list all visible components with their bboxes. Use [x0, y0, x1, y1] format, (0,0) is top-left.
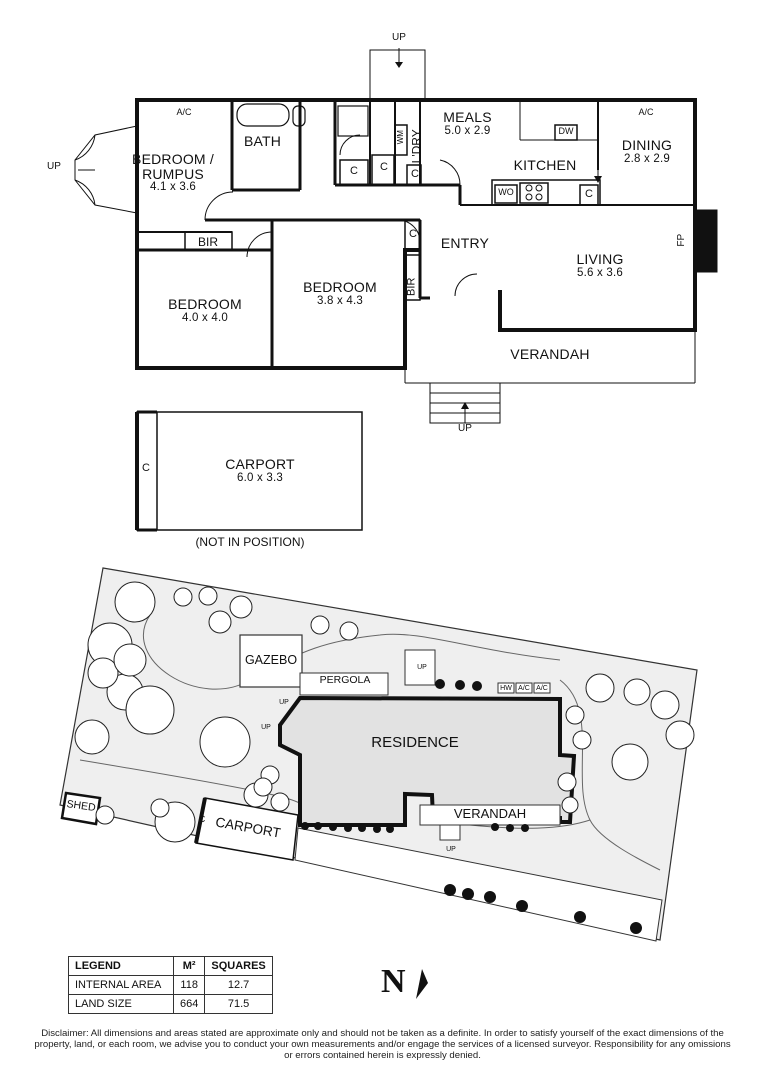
disclaimer-text: Disclaimer: All dimensions and areas sta…: [34, 1028, 731, 1061]
floor-plan: [74, 48, 718, 532]
room-name: MEALS: [443, 109, 492, 125]
room-label-bedroom-3: BEDROOM 3.8 x 4.3: [290, 280, 390, 307]
wo-label: WO: [498, 187, 514, 197]
room-name: CARPORT: [225, 456, 295, 472]
legend-row: INTERNAL AREA 118 12.7: [68, 975, 273, 995]
room-dims: 4.0 x 4.0: [182, 311, 228, 324]
site-label-up: UP: [261, 724, 271, 731]
up-label: UP: [47, 161, 61, 172]
legend-header: M²: [172, 956, 206, 976]
room-dims: 2.8 x 2.9: [624, 152, 670, 165]
room-dims: 6.0 x 3.3: [237, 471, 283, 484]
site-label-verandah: VERANDAH: [453, 806, 527, 821]
room-dims: 3.8 x 4.3: [317, 294, 363, 307]
site-label-pergola: PERGOLA: [319, 674, 371, 686]
site-label-gazebo: GAZEBO: [244, 653, 298, 667]
room-label-meals: MEALS 5.0 x 2.9: [435, 110, 500, 137]
bir-label: BIR: [405, 277, 418, 296]
legend-row-m2: 664: [172, 994, 206, 1014]
legend-header: LEGEND: [68, 956, 174, 976]
ac-label: A/C: [638, 107, 654, 117]
room-label-carport: CARPORT 6.0 x 3.3: [210, 457, 310, 484]
shed: [60, 791, 102, 826]
legend-row-label: LAND SIZE: [68, 994, 174, 1014]
fireplace: [696, 209, 718, 273]
room-label-dining: DINING 2.8 x 2.9: [612, 138, 682, 165]
legend-row-squares: 71.5: [204, 994, 273, 1014]
up-label: UP: [392, 32, 406, 43]
room-label-bedroom-2: BEDROOM 4.0 x 4.0: [155, 297, 255, 324]
driveway: [294, 827, 663, 942]
site-label-residence: RESIDENCE: [371, 734, 459, 751]
verandah-site: [419, 804, 561, 826]
site-plan: [59, 567, 698, 942]
c-label: C: [142, 462, 150, 474]
room-label-entry: ENTRY: [440, 235, 490, 251]
c-label: C: [585, 188, 593, 200]
site-label-up: UP: [446, 846, 456, 853]
site-label-up: UP: [279, 699, 289, 706]
room-label-verandah: VERANDAH: [510, 346, 590, 362]
room-label-kitchen: KITCHEN: [513, 157, 577, 173]
c-label: C: [350, 165, 358, 177]
room-label-living: LIVING 5.6 x 3.6: [560, 252, 640, 279]
room-dims: 5.6 x 3.6: [577, 266, 623, 279]
north-arrow-icon: [416, 969, 429, 1000]
room-name: LIVING: [576, 251, 624, 267]
legend-header: SQUARES: [204, 956, 273, 976]
gazebo: [239, 634, 303, 688]
room-name: BEDROOM: [168, 296, 242, 312]
fp-label: FP: [675, 233, 687, 247]
legend-table: LEGEND M² SQUARES INTERNAL AREA 118 12.7…: [68, 956, 273, 1014]
legend-row-squares: 12.7: [204, 975, 273, 995]
wm-label: WM: [395, 130, 405, 145]
toilet: [292, 105, 306, 127]
site-label-c: C: [198, 814, 206, 824]
room-label-bath: BATH: [243, 133, 282, 149]
up-label: UP: [458, 423, 472, 434]
room-label-bedroom-rumpus: BEDROOM / RUMPUS 4.1 x 3.6: [128, 151, 218, 194]
site-label-ac: A/C: [536, 685, 548, 692]
room-name: BEDROOM: [303, 279, 377, 295]
north-indicator: N: [381, 963, 430, 1001]
room-name-line: BEDROOM /: [132, 151, 214, 167]
room-name: DINING: [621, 137, 673, 153]
room-name-line: RUMPUS: [142, 165, 204, 182]
site-label-hw: HW: [500, 685, 512, 692]
dw-label: DW: [558, 126, 574, 136]
legend-row-label: INTERNAL AREA: [68, 975, 174, 995]
pergola: [299, 672, 389, 696]
bir-label: BIR: [197, 235, 218, 249]
north-label: N: [381, 963, 406, 1000]
bathtub: [236, 103, 290, 127]
carport-note: (NOT IN POSITION): [195, 535, 305, 549]
room-dims: 5.0 x 2.9: [444, 124, 491, 137]
c-label: C: [380, 161, 388, 173]
c-label: C: [411, 168, 419, 180]
ac-label: A/C: [176, 107, 192, 117]
room-dims: 4.1 x 3.6: [150, 181, 196, 194]
c-label: C: [409, 228, 417, 240]
site-label-up: UP: [417, 664, 427, 671]
site-label-ac: A/C: [518, 685, 530, 692]
laundry-label: L'DRY: [409, 129, 424, 164]
legend-header-row: LEGEND M² SQUARES: [68, 956, 273, 976]
legend-row: LAND SIZE 664 71.5: [68, 994, 273, 1014]
legend-row-m2: 118: [172, 975, 206, 995]
